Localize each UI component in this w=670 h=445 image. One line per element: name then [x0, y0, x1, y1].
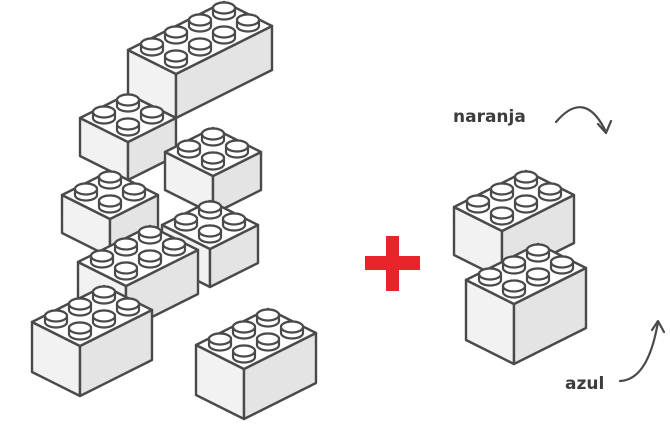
brick-stud — [91, 105, 117, 125]
brick-stud — [525, 243, 551, 263]
brick-stud — [197, 224, 223, 244]
naranja-label: naranja — [453, 107, 526, 127]
brick-stud — [139, 37, 165, 57]
brick-stud — [97, 194, 123, 214]
brick-stud — [43, 309, 69, 329]
brick-stud — [513, 194, 539, 214]
brick-stud — [67, 321, 93, 341]
brick-stud — [501, 279, 527, 299]
brick-stud — [537, 182, 563, 202]
brick-stud — [549, 255, 575, 275]
lego-brick-icon — [30, 284, 154, 398]
brick-stud — [67, 297, 93, 317]
curved-arrow-icon — [618, 319, 666, 383]
brick-stud — [137, 225, 163, 245]
brick-stud — [187, 37, 213, 57]
brick-stud — [489, 182, 515, 202]
brick-stud — [115, 93, 141, 113]
brick-stud — [91, 309, 117, 329]
brick-stud — [211, 1, 237, 21]
curved-arrow-icon — [554, 106, 613, 135]
lego-brick-icon — [60, 169, 160, 259]
brick-stud — [211, 25, 237, 45]
brick-stud — [221, 212, 247, 232]
brick-stud — [207, 332, 233, 352]
two-brick-stack — [452, 169, 588, 366]
brick-stud — [187, 13, 213, 33]
lego-brick-icon — [78, 92, 178, 182]
brick-stud — [89, 249, 115, 269]
brick-stud — [231, 344, 257, 364]
brick-stud — [91, 285, 117, 305]
brick-stud — [255, 332, 281, 352]
brick-stud — [255, 308, 281, 328]
brick-stud — [231, 320, 257, 340]
brick-stud — [113, 261, 139, 281]
brick-stud — [489, 206, 515, 226]
brick-stud — [197, 200, 223, 220]
azul-label: azul — [565, 374, 605, 394]
lego-brick-icon — [160, 199, 260, 289]
brick-stud — [163, 25, 189, 45]
brick-stud — [235, 13, 261, 33]
brick-stud — [113, 237, 139, 257]
brick-stud — [200, 151, 226, 171]
brick-stud — [161, 237, 187, 257]
brick-stud — [224, 139, 250, 159]
brick-stud — [137, 249, 163, 269]
brick-stud — [139, 105, 165, 125]
brick-stud — [163, 49, 189, 69]
brick-stud — [279, 320, 305, 340]
brick-stud — [115, 297, 141, 317]
lego-brick-icon — [126, 0, 274, 120]
brick-stud — [465, 194, 491, 214]
plus-icon — [365, 236, 420, 291]
brick-stud — [513, 170, 539, 190]
brick-stud — [200, 127, 226, 147]
lego-brick-icon — [194, 307, 318, 421]
brick-stud — [121, 182, 147, 202]
brick-stud — [73, 182, 99, 202]
lego-brick-icon — [464, 242, 588, 366]
brick-stud — [477, 267, 503, 287]
brick-stud — [115, 117, 141, 137]
lego-brick-icon — [163, 126, 263, 216]
brick-stud — [176, 139, 202, 159]
brick-stud — [501, 255, 527, 275]
large-brick-stack — [30, 0, 318, 421]
brick-stud — [173, 212, 199, 232]
brick-stud — [97, 170, 123, 190]
brick-stud — [525, 267, 551, 287]
